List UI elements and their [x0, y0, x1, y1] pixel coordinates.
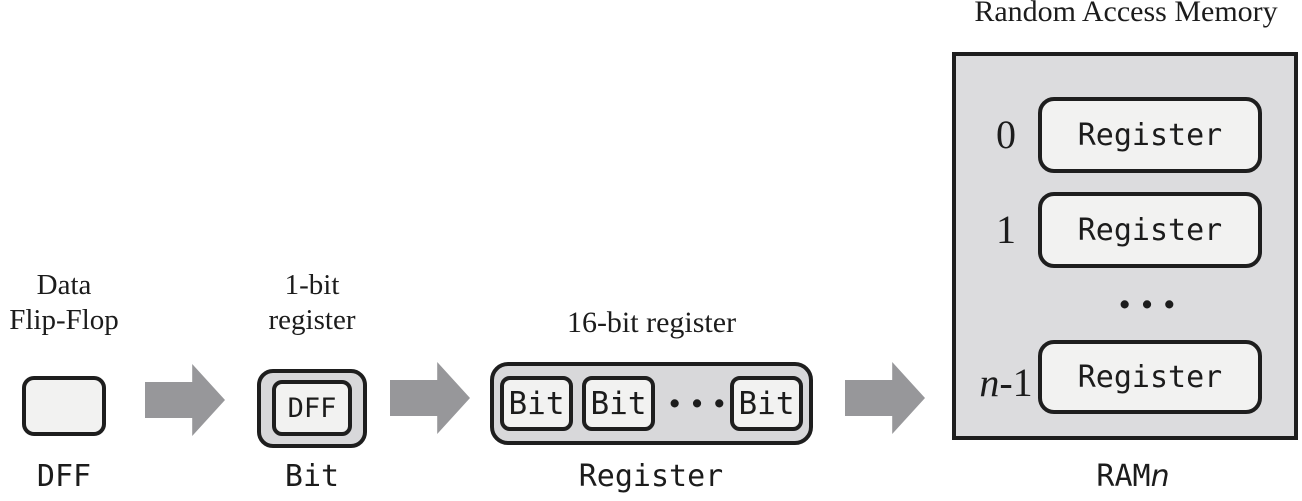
ram-row-index-num: 0 [996, 112, 1016, 157]
bit-outer-box: DFF [257, 369, 367, 448]
dff-caption: DFF [36, 459, 92, 494]
register16-title: 16-bit register [566, 306, 737, 339]
dff-box [22, 376, 106, 436]
ram-row-index-n: n [979, 360, 1000, 405]
register16-bit-cell-label: Bit [738, 385, 795, 422]
register16-bit-cell: Bit [500, 376, 573, 431]
bit-title: 1-bit register [252, 268, 372, 338]
arrow-right-icon [145, 364, 225, 436]
ram-register-box: Register [1038, 192, 1262, 268]
ram-row-index-num: -1 [999, 360, 1033, 405]
bit-caption: Bit [284, 459, 340, 494]
register16-bit-cell-label: Bit [508, 385, 565, 422]
ram-row-index: 1 [970, 207, 1042, 253]
ram-ellipsis: ... [1117, 268, 1184, 319]
bit-title-line1: 1-bit [284, 269, 340, 301]
arrow-right-icon [390, 362, 470, 434]
bit-inner-dff-box: DFF [272, 380, 352, 436]
bit-title-line2: register [268, 304, 356, 336]
ram-register-label: Register [1077, 212, 1223, 248]
ram-row-index: 0 [970, 112, 1042, 158]
ram-row-index: n-1 [970, 360, 1042, 406]
register16-caption: Register [578, 459, 724, 494]
dff-title: Data Flip-Flop [2, 268, 126, 338]
ram-title: Random Access Memory [974, 0, 1278, 28]
dff-title-line1: Data [36, 269, 92, 301]
ram-register-label: Register [1077, 359, 1223, 395]
register16-bit-cell: Bit [730, 376, 803, 431]
ram-caption-prefix: RAM [1096, 459, 1151, 494]
register16-outer-box: Bit Bit ... Bit [490, 362, 813, 445]
ram-row-index-num: 1 [996, 207, 1016, 252]
bit-inner-dff-label: DFF [287, 392, 337, 424]
arrow-right-icon [845, 362, 925, 434]
ram-register-label: Register [1077, 117, 1223, 153]
ram-box: 0 Register 1 Register ... n-1 Register [952, 52, 1298, 440]
ram-register-box: Register [1038, 97, 1262, 173]
ram-caption: RAMn [1013, 459, 1253, 495]
register16-ellipsis: ... [667, 367, 734, 418]
ram-caption-n: n [1150, 459, 1170, 494]
dff-title-line2: Flip-Flop [9, 304, 119, 336]
ram-register-box: Register [1038, 340, 1262, 414]
register16-bit-cell: Bit [582, 376, 655, 431]
register16-bit-cell-label: Bit [590, 385, 647, 422]
